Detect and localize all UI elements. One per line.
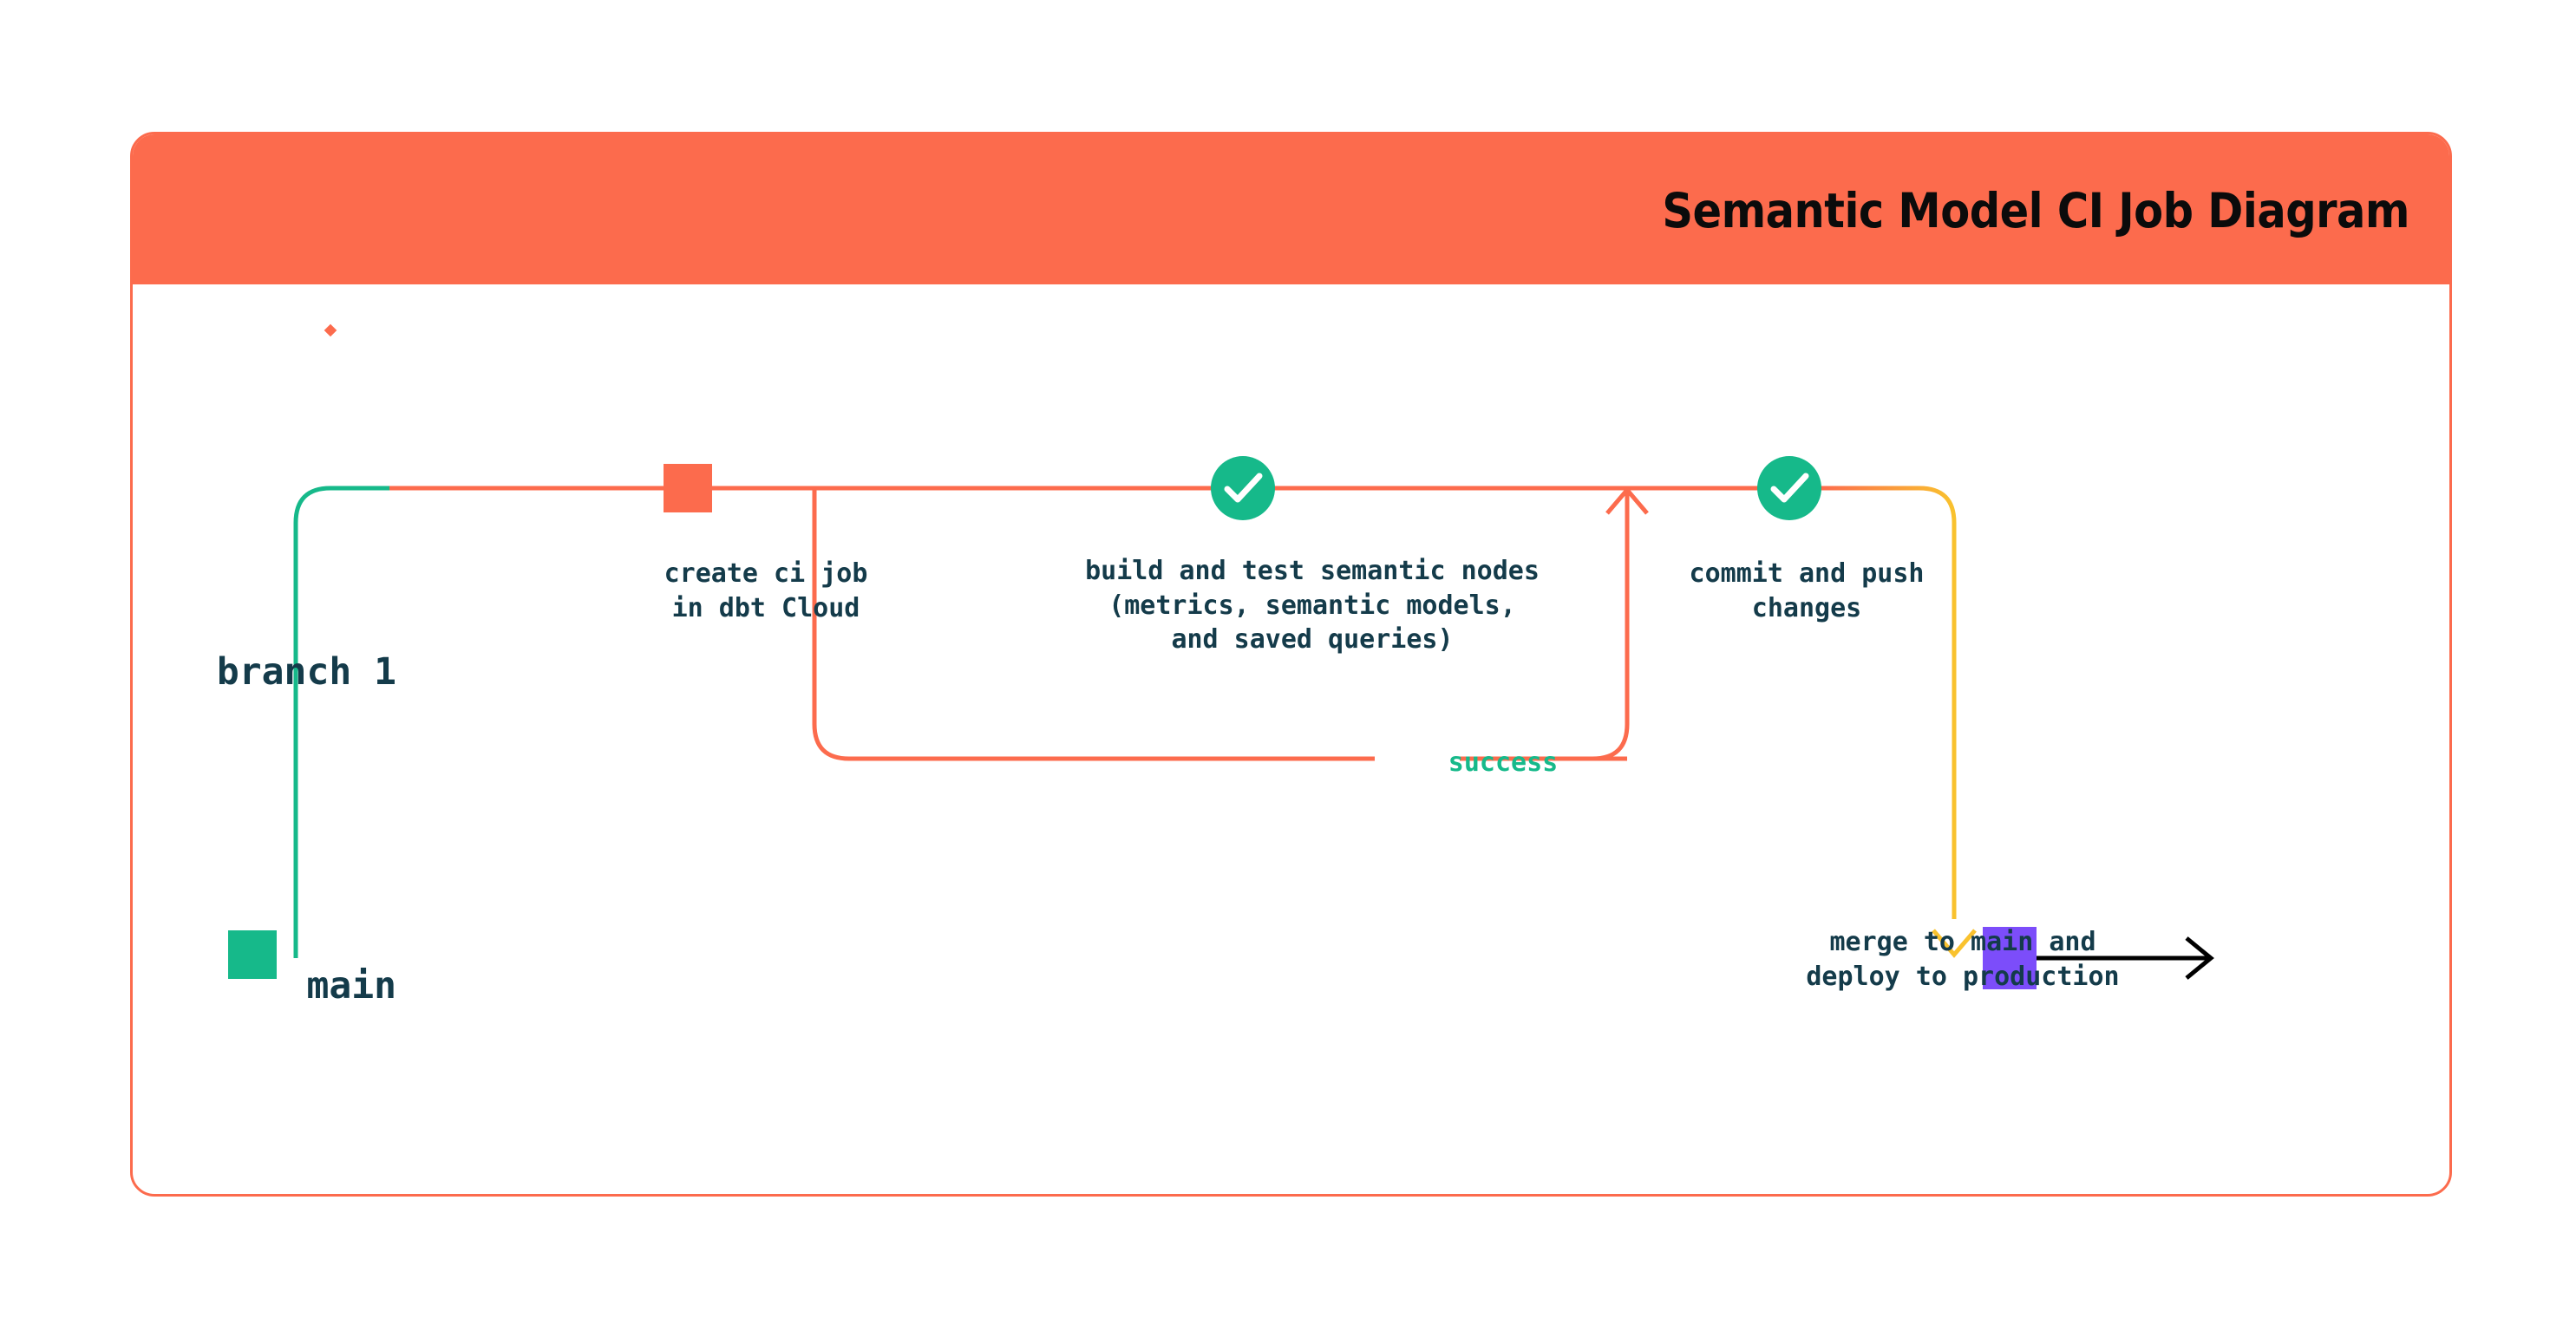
check-icon [1770,473,1809,503]
node-main-start[interactable] [228,930,277,979]
success-loop-arrowhead-icon [1605,486,1649,515]
edge-label-success: success [1448,747,1559,778]
diagram-canvas [228,456,2214,989]
diagram-card: Semantic Model CI Job Diagram [130,132,2452,1197]
node-label-merge-to-main: merge to main and deploy to production [1806,927,2120,992]
node-label-commit-and-push: commit and push changes [1689,558,1925,623]
branch-off-edge [293,486,393,958]
lane-label-main: main [306,964,396,1008]
success-loop-right-rise [1494,492,1630,761]
node-merge-to-main[interactable] [1983,927,2037,989]
merge-arrowhead-icon [1932,929,1977,958]
check-icon [1224,473,1263,503]
branch1-to-merge-edge [1820,486,1957,919]
node-commit-and-push[interactable] [1757,456,1821,520]
card-header [133,134,2449,284]
node-create-ci-job[interactable] [664,464,712,512]
success-loop-left [812,490,1375,761]
node-build-and-test[interactable] [1211,456,1275,520]
lane-label-branch1: branch 1 [216,650,396,694]
page-title: Semantic Model CI Job Diagram [1662,183,2409,238]
dbt-logo [293,293,368,368]
node-label-build-and-test: build and test semantic nodes (metrics, … [1085,556,1540,655]
production-arrowhead-icon [2185,936,2214,980]
node-label-create-ci-job: create ci job in dbt Cloud [664,558,868,623]
